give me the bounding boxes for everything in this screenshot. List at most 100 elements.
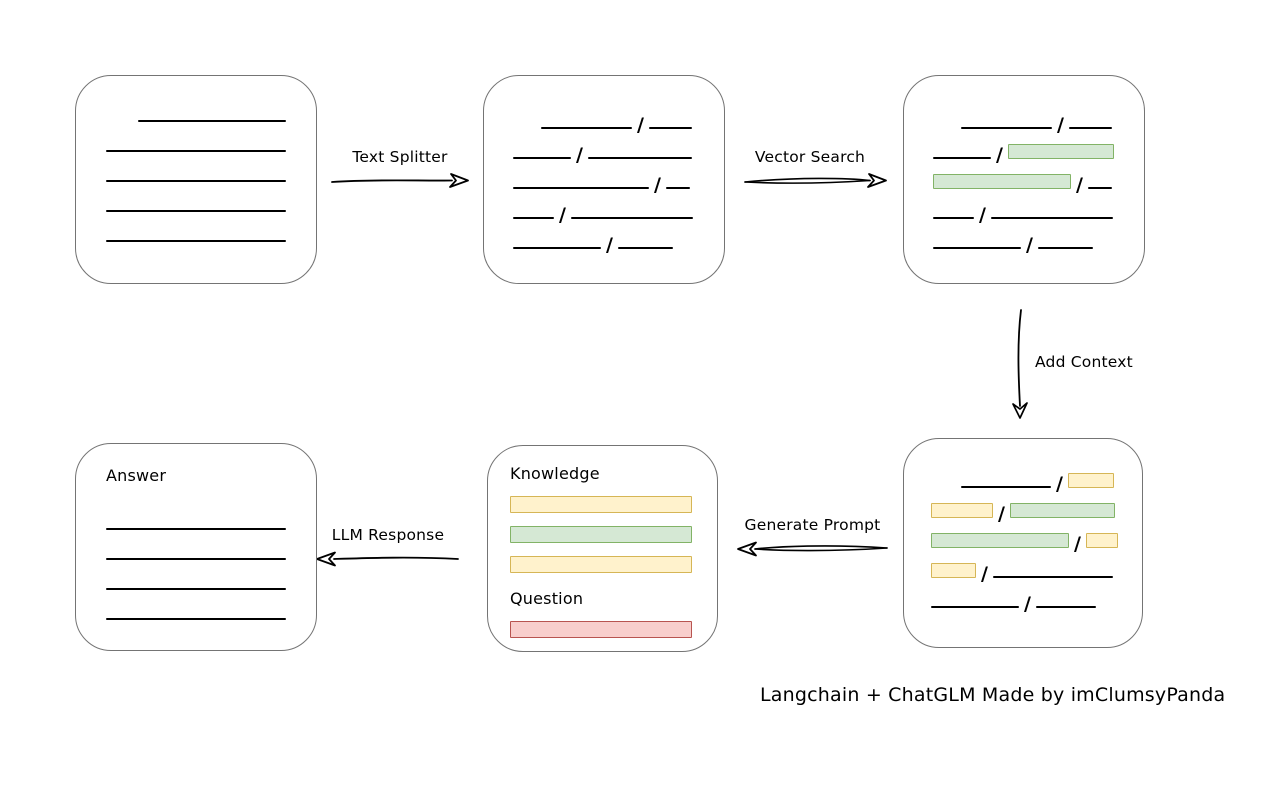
- slash-separator: /: [998, 503, 1005, 525]
- text-line: [665, 187, 690, 189]
- text-line: [106, 558, 286, 560]
- knowledge-bars: [510, 496, 717, 573]
- text-row: /: [513, 129, 724, 166]
- text-row: [106, 122, 316, 152]
- document-lines: [76, 76, 316, 242]
- slash-separator: /: [654, 174, 661, 196]
- text-row: [106, 212, 316, 242]
- knowledge-label: Knowledge: [510, 464, 600, 483]
- text-line: [513, 157, 571, 159]
- text-row: /: [931, 518, 1142, 555]
- text-line: [1035, 606, 1096, 608]
- slash-separator: /: [1056, 473, 1063, 495]
- text-row: /: [933, 219, 1144, 256]
- generate-prompt-label: Generate Prompt: [744, 516, 881, 534]
- add-context-arrow-icon: [1012, 309, 1028, 419]
- yellow-prompt-bar: [510, 556, 692, 573]
- highlighted-chunk-green: [933, 174, 1071, 189]
- text-line: [106, 210, 286, 212]
- text-line: [513, 217, 554, 219]
- text-line: [1068, 127, 1112, 129]
- text-row: /: [931, 548, 1142, 585]
- text-line: [933, 217, 974, 219]
- split-chunks-box: / / / / /: [483, 75, 725, 284]
- highlighted-chunk-yellow: [931, 503, 993, 518]
- text-row: [106, 182, 316, 212]
- text-line: [138, 120, 286, 122]
- text-row: /: [513, 219, 724, 256]
- text-line: [1037, 247, 1093, 249]
- text-line: [570, 217, 693, 219]
- text-row: /: [933, 129, 1144, 166]
- highlighted-chunk-yellow: [1067, 473, 1114, 488]
- text-line: [106, 528, 286, 530]
- text-line: [648, 127, 692, 129]
- text-line: [1087, 187, 1112, 189]
- slash-separator: /: [1074, 533, 1081, 555]
- slash-separator: /: [1076, 174, 1083, 196]
- vector-matched-chunks-box: / / / / /: [903, 75, 1145, 284]
- chunk-lines: / / / / /: [484, 76, 724, 256]
- text-row: [106, 560, 316, 590]
- context-chunks-box: / / / / /: [903, 438, 1143, 648]
- text-row: /: [931, 488, 1142, 525]
- highlighted-chunk-yellow: [1085, 533, 1118, 548]
- text-row: /: [513, 99, 724, 136]
- text-row: /: [933, 189, 1144, 226]
- text-row: /: [513, 189, 724, 226]
- source-document-box: [75, 75, 317, 284]
- prompt-box: Knowledge Question: [487, 445, 718, 652]
- text-row: [106, 152, 316, 182]
- text-line: [106, 150, 286, 152]
- text-line: [106, 588, 286, 590]
- yellow-prompt-bar: [510, 496, 692, 513]
- generate-prompt-arrow-icon: [737, 541, 888, 557]
- text-row: /: [931, 458, 1142, 495]
- question-label: Question: [510, 589, 584, 608]
- slash-separator: /: [606, 234, 613, 256]
- text-line: [106, 618, 286, 620]
- slash-separator: /: [559, 204, 566, 226]
- llm-response-label: LLM Response: [331, 526, 445, 544]
- text-line: [933, 157, 991, 159]
- highlighted-chunk-green: [931, 533, 1069, 548]
- highlighted-chunk-yellow: [931, 563, 976, 578]
- slash-separator: /: [979, 204, 986, 226]
- text-row: /: [931, 578, 1142, 615]
- slash-separator: /: [637, 114, 644, 136]
- text-splitter-arrow-icon: [331, 173, 469, 188]
- text-line: [587, 157, 692, 159]
- llm-response-arrow-icon: [316, 551, 459, 567]
- text-line: [513, 187, 649, 189]
- answer-lines: [106, 485, 316, 620]
- text-line: [513, 247, 601, 249]
- text-row: [106, 500, 316, 530]
- diagram-caption: Langchain + ChatGLM Made by imClumsyPand…: [760, 684, 1226, 706]
- answer-label: Answer: [106, 466, 167, 485]
- add-context-label: Add Context: [1035, 353, 1133, 371]
- answer-box: Answer: [75, 443, 317, 651]
- text-line: [106, 240, 286, 242]
- slash-separator: /: [1024, 593, 1031, 615]
- slash-separator: /: [576, 144, 583, 166]
- slash-separator: /: [981, 563, 988, 585]
- text-row: [106, 590, 316, 620]
- text-splitter-label: Text Splitter: [352, 148, 448, 166]
- vector-search-arrow-icon: [744, 173, 887, 188]
- text-line: [931, 606, 1019, 608]
- context-chunk-lines: / / / / /: [904, 439, 1142, 615]
- slash-separator: /: [996, 144, 1003, 166]
- highlighted-chunk-green: [1009, 503, 1115, 518]
- slash-separator: /: [1026, 234, 1033, 256]
- text-line: [961, 486, 1051, 488]
- text-row: [106, 92, 316, 122]
- text-row: /: [933, 159, 1144, 196]
- green-prompt-bar: [510, 526, 692, 543]
- text-row: /: [513, 159, 724, 196]
- text-row: [106, 530, 316, 560]
- text-row: /: [933, 99, 1144, 135]
- matched-chunk-lines: / / / / /: [904, 76, 1144, 256]
- highlighted-chunk-green: [1007, 144, 1114, 159]
- text-line: [933, 247, 1021, 249]
